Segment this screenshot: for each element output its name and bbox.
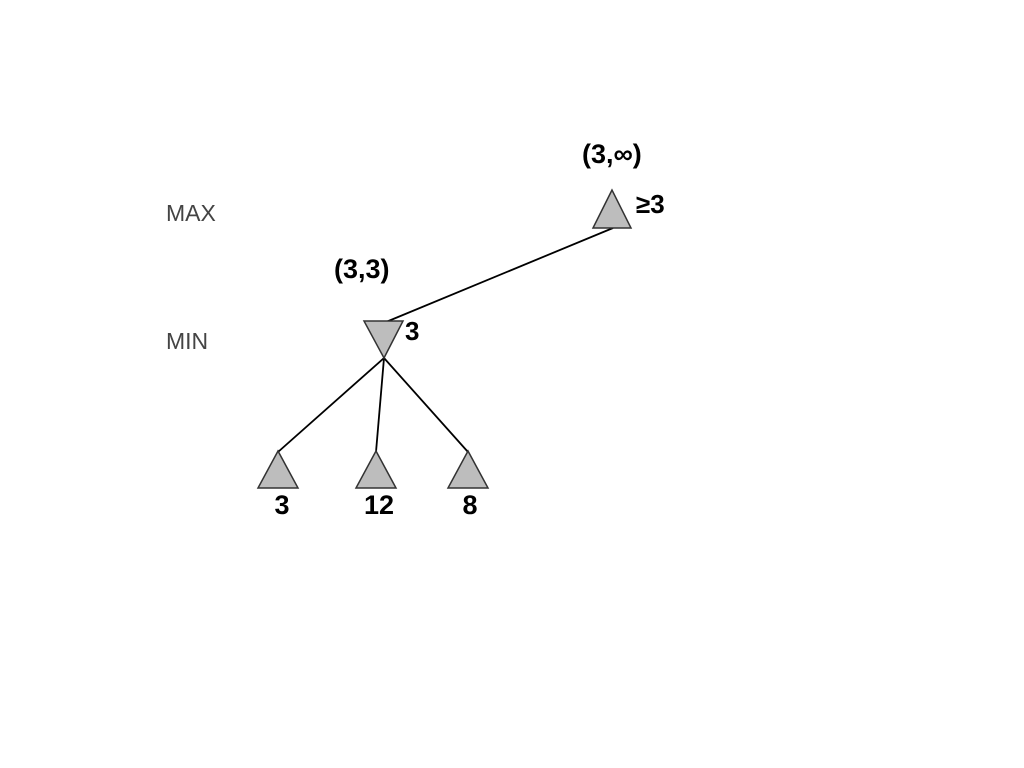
leaf-node-1 xyxy=(256,449,300,489)
edge-min-to-leaf-3 xyxy=(383,357,469,453)
leaf-value-2: 12 xyxy=(364,490,394,520)
leaf-node-3 xyxy=(446,449,490,489)
min-bounds-label: (3,3) xyxy=(334,254,390,284)
min-node xyxy=(362,320,405,360)
root-value-label: ≥3 xyxy=(636,189,665,219)
edge-min-to-leaf-2 xyxy=(375,357,385,453)
root-bounds-label: (3,∞) xyxy=(582,139,642,169)
leaf-value-3: 8 xyxy=(462,490,477,520)
edge-min-to-leaf-1 xyxy=(277,357,385,453)
leaf-node-2 xyxy=(354,449,398,489)
leaf-value-1: 3 xyxy=(274,490,289,520)
max-level-label: MAX xyxy=(166,200,216,226)
min-level-label: MIN xyxy=(166,328,208,354)
min-value-label: 3 xyxy=(405,316,419,346)
max-node xyxy=(591,188,633,229)
edge-root-to-min xyxy=(385,227,614,323)
